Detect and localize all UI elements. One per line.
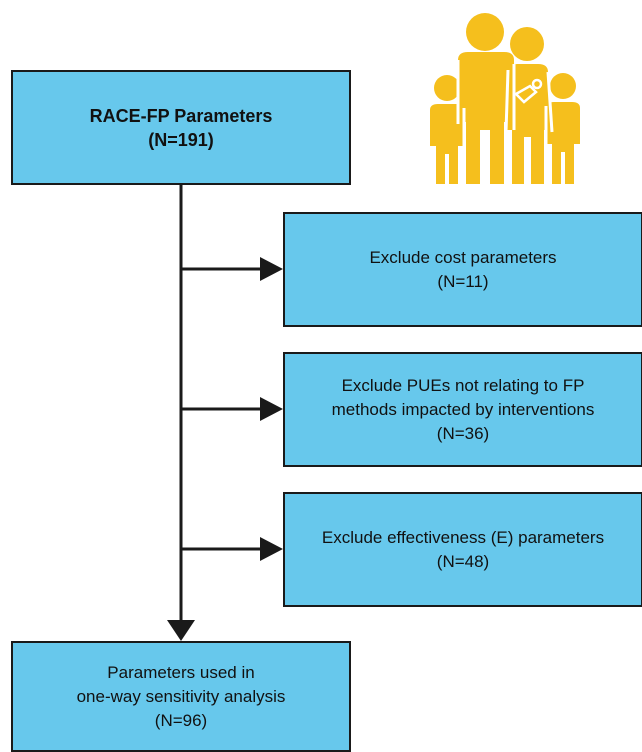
parameters-used-label-line2: one-way sensitivity analysis <box>76 686 286 706</box>
exclude-cost-box: Exclude cost parameters (N=11) <box>283 212 642 327</box>
race-fp-count: (N=191) <box>148 129 214 150</box>
exclude-pue-count: (N=36) <box>436 423 490 443</box>
exclude-effectiveness-label: Exclude effectiveness (E) parameters <box>321 527 605 547</box>
parameters-used-count: (N=96) <box>154 710 208 730</box>
family-icon <box>430 13 580 184</box>
race-fp-parameters-box: RACE-FP Parameters (N=191) <box>11 70 351 185</box>
arrow-to-cost-box <box>260 257 283 281</box>
exclude-effectiveness-box: Exclude effectiveness (E) parameters (N=… <box>283 492 642 607</box>
parameters-used-label-line1: Parameters used in <box>107 662 255 682</box>
exclude-pue-label-line1: Exclude PUEs not relating to FP <box>341 375 585 395</box>
arrow-to-effectiveness-box <box>260 537 283 561</box>
exclude-cost-label: Exclude cost parameters <box>369 247 557 267</box>
arrow-to-pue-box <box>260 397 283 421</box>
exclude-effectiveness-count: (N=48) <box>436 551 490 571</box>
exclude-pue-box: Exclude PUEs not relating to FP methods … <box>283 352 642 467</box>
race-fp-title: RACE-FP Parameters <box>89 105 273 126</box>
exclude-cost-count: (N=11) <box>437 271 489 291</box>
exclude-pue-label-line2: methods impacted by interventions <box>331 399 595 419</box>
arrow-to-bottom-box <box>167 620 195 641</box>
parameters-used-box: Parameters used in one-way sensitivity a… <box>11 641 351 752</box>
